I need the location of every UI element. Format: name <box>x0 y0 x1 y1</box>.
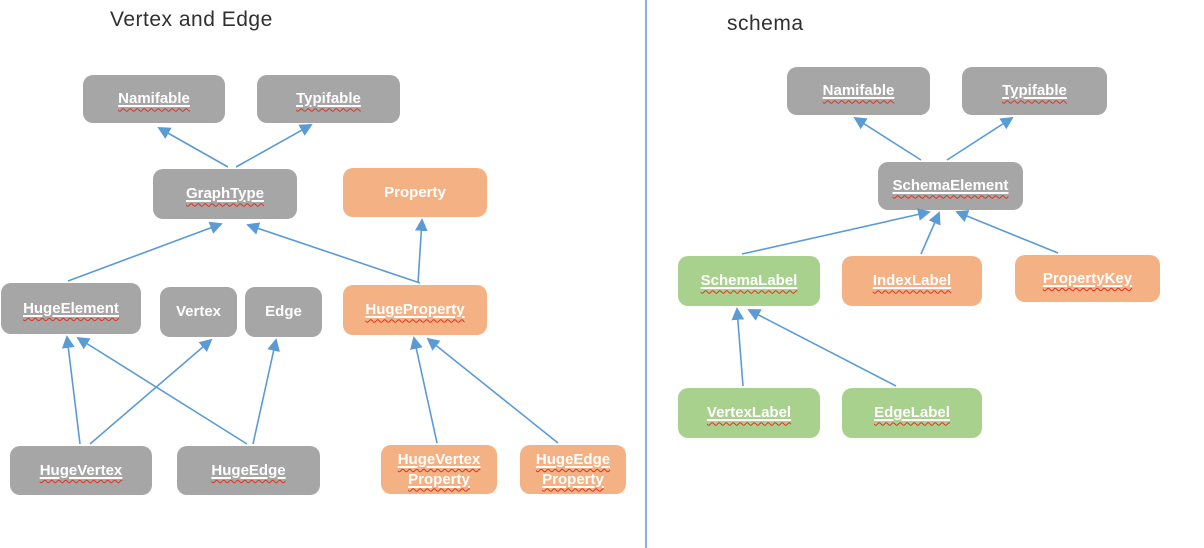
node-hugevertex: HugeVertex <box>10 446 152 495</box>
arrow-graphtype-to-typifable <box>235 124 313 168</box>
node-label-line1: HugeEdge <box>535 451 611 468</box>
node-vertex: Vertex <box>160 287 237 337</box>
arrow-hugevertex-to-hugeelement <box>61 335 81 445</box>
node-namifable-right: Namifable <box>787 67 930 115</box>
node-label: EdgeLabel <box>874 404 950 422</box>
node-label-line1: HugeVertex <box>397 451 481 468</box>
node-label: Namifable <box>822 82 895 100</box>
node-hugeelement: HugeElement <box>1 283 141 334</box>
node-label-line2: Property <box>542 470 604 488</box>
arrow-hugeedge-to-hugeelement <box>76 336 248 445</box>
node-propertykey: PropertyKey <box>1015 255 1160 302</box>
arrow-hugeproperty-to-graphtype <box>246 222 421 284</box>
node-label: SchemaElement <box>892 177 1009 195</box>
arrow-propertykey-to-schemaelement <box>955 210 1059 254</box>
node-typifable-left: Typifable <box>257 75 400 123</box>
node-label: Vertex <box>175 303 222 321</box>
node-hugeproperty: HugeProperty <box>343 285 487 335</box>
node-label: HugeElement <box>23 299 119 317</box>
arrow-indexlabel-to-schemaelement <box>920 211 941 255</box>
node-namifable-left: Namifable <box>83 75 225 123</box>
node-label: HugeVertex <box>39 461 123 479</box>
node-edge: Edge <box>245 287 322 337</box>
arrow-hugeelement-to-graphtype <box>67 221 223 282</box>
node-label: Typifable <box>296 90 361 108</box>
arrow-hugeedge-to-edge <box>252 338 280 445</box>
arrow-hugevertex-to-vertex <box>89 338 213 445</box>
node-hugeedge: HugeEdge <box>177 446 320 495</box>
node-label-line2: Property <box>408 470 470 488</box>
arrow-hugeedgeproperty-to-hugeproperty <box>426 337 559 444</box>
node-label: Typifable <box>1002 82 1067 100</box>
node-label: Property <box>384 183 446 201</box>
node-vertexlabel: VertexLabel <box>678 388 820 438</box>
node-label: PropertyKey <box>1042 269 1133 287</box>
node-label: Edge <box>265 303 302 321</box>
node-edgelabel: EdgeLabel <box>842 388 982 438</box>
arrow-hugevertexproperty-to-hugeproperty <box>410 336 438 444</box>
node-label: VertexLabel <box>706 404 792 422</box>
node-graphtype: GraphType <box>153 169 297 219</box>
node-label: SchemaLabel <box>700 272 798 290</box>
arrow-schemaelement-to-typifable <box>946 116 1014 161</box>
left-panel-title: Vertex and Edge <box>110 8 273 31</box>
arrow-vertexlabel-to-schemalabel <box>731 307 745 387</box>
node-typifable-right: Typifable <box>962 67 1107 115</box>
node-label: Namifable <box>118 90 190 108</box>
node-indexlabel: IndexLabel <box>842 256 982 306</box>
node-schemalabel: SchemaLabel <box>678 256 820 306</box>
node-hugeedgeproperty: HugeEdge Property <box>520 445 626 494</box>
node-hugevertexproperty: HugeVertex Property <box>381 445 497 494</box>
node-label: HugeEdge <box>211 461 286 479</box>
node-property: Property <box>343 168 487 217</box>
node-schemaelement: SchemaElement <box>878 162 1023 210</box>
arrow-schemaelement-to-namifable <box>853 116 922 161</box>
arrow-graphtype-to-namifable <box>157 127 229 168</box>
panel-divider-line <box>645 0 647 548</box>
right-panel-title: schema <box>727 12 804 35</box>
arrow-edgelabel-to-schemalabel <box>747 309 897 387</box>
node-label: GraphType <box>185 185 265 203</box>
arrow-schemalabel-to-schemaelement <box>741 208 931 255</box>
node-label: IndexLabel <box>872 272 952 290</box>
arrow-hugeproperty-to-property <box>414 218 428 284</box>
node-label: HugeProperty <box>365 301 465 319</box>
